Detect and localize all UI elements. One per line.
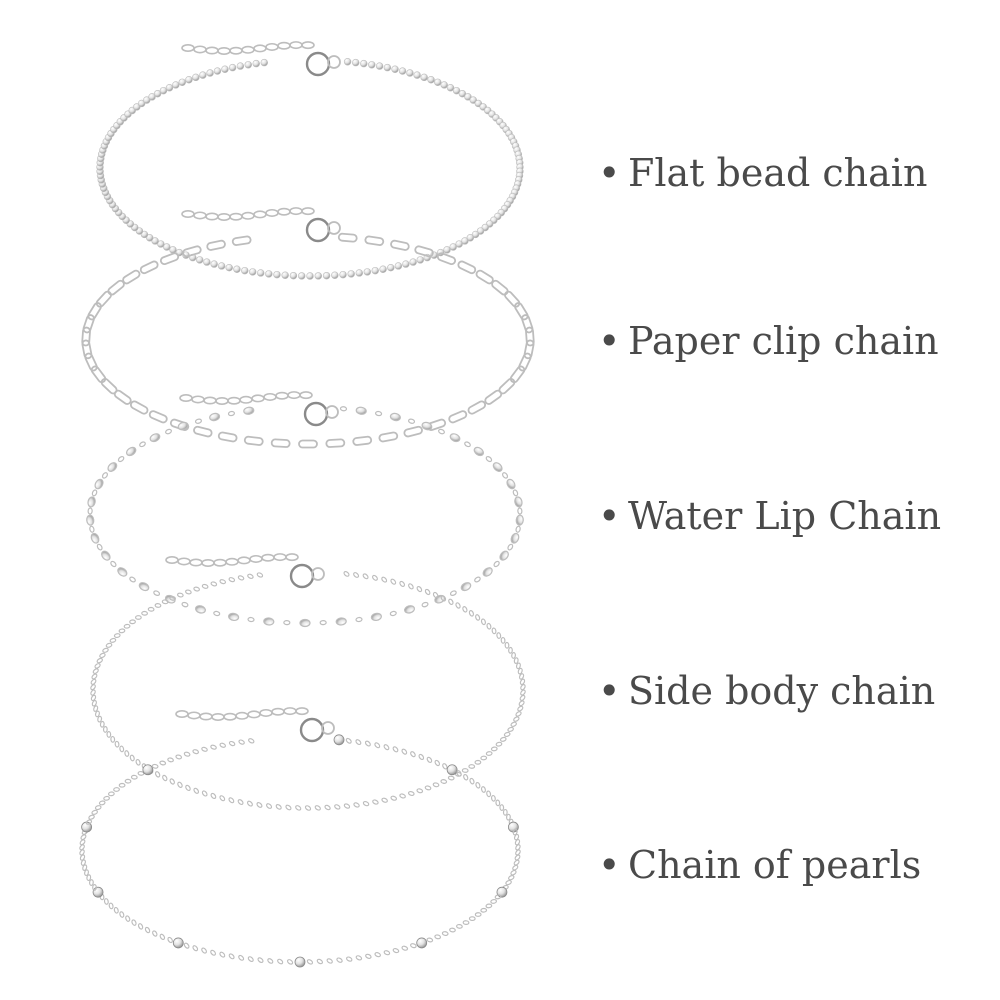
clasp-extender: [181, 207, 341, 243]
clasp-extender: [165, 553, 325, 589]
bracelet-label-paper-clip: •Paper clip chain: [598, 322, 939, 360]
bracelet-label-text: Side body chain: [628, 669, 936, 713]
bracelet-label-text: Flat bead chain: [628, 151, 928, 195]
bracelet-1-flat-bead: [96, 41, 524, 280]
bullet-icon: •: [598, 319, 621, 363]
bracelet-3-water-lip: [86, 391, 524, 628]
clasp-extender: [179, 391, 339, 427]
bracelet-4-side-body: [90, 553, 526, 811]
bullet-icon: •: [598, 151, 621, 195]
bullet-icon: •: [598, 669, 621, 713]
bracelet-label-text: Water Lip Chain: [628, 494, 942, 538]
bracelet-label-text: Paper clip chain: [628, 319, 939, 363]
bracelet-5-pearls: [79, 707, 521, 968]
bracelet-label-pearls: •Chain of pearls: [598, 846, 921, 884]
bracelet-label-flat-bead: •Flat bead chain: [598, 154, 927, 192]
bracelet-label-list: •Flat bead chain •Paper clip chain •Wate…: [598, 0, 998, 1000]
bullet-icon: •: [598, 494, 621, 538]
bracelet-label-side-body: •Side body chain: [598, 672, 935, 710]
bracelet-label-text: Chain of pearls: [628, 843, 922, 887]
bullet-icon: •: [598, 843, 621, 887]
clasp-extender: [181, 41, 341, 77]
clasp-extender: [175, 707, 335, 743]
bracelet-label-water-lip: •Water Lip Chain: [598, 497, 941, 535]
